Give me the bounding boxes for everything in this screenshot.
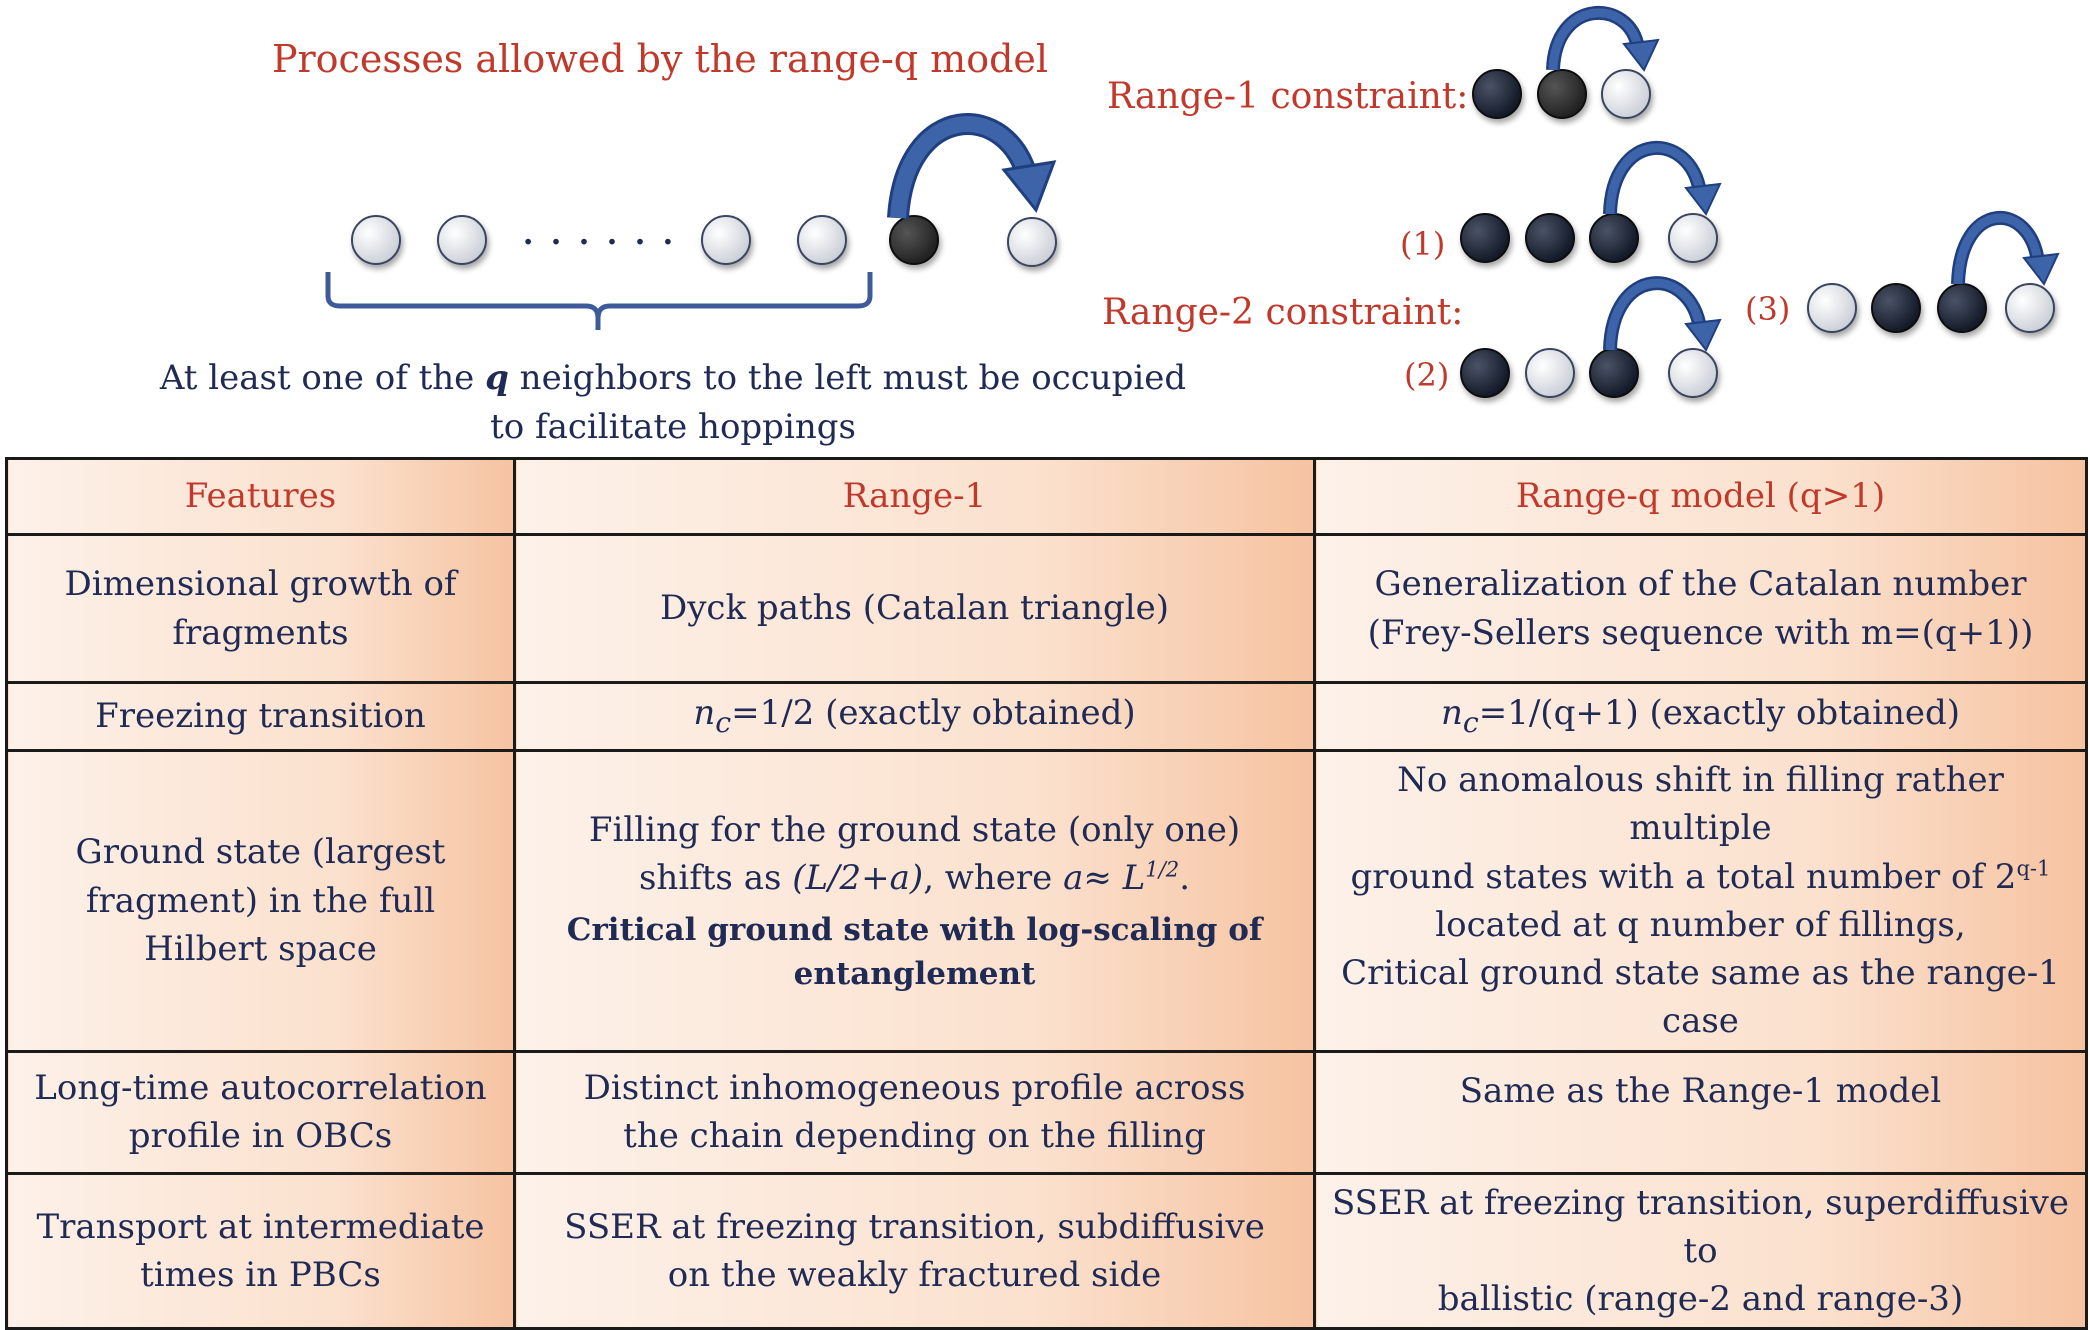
range2-chain-2 (1460, 348, 1718, 398)
range1-chain (1472, 69, 1651, 119)
rangeq-cell: No anomalous shift in filling rather mul… (1313, 749, 2088, 1053)
header-range1: Range-1 (513, 457, 1316, 536)
table-row: Dimensional growth of fragments Dyck pat… (5, 533, 2088, 684)
empty-site (1007, 217, 1057, 267)
brace-caption: At least one of the q neighbors to the l… (159, 358, 1186, 398)
empty-site (437, 215, 487, 265)
table-row: Transport at intermediate times in PBCs … (5, 1171, 2088, 1330)
main-chain (351, 215, 1057, 267)
rangeq-cell: nc=1/(q+1) (exactly obtained) (1313, 681, 2088, 752)
empty-site (351, 215, 401, 265)
occupied-site (1537, 69, 1587, 119)
empty-site (797, 215, 847, 265)
process-diagram: Processes allowed by the range-q model .… (159, 5, 2060, 447)
occupied-site (1460, 213, 1510, 263)
occupied-site (1589, 348, 1639, 398)
empty-site (1807, 283, 1857, 333)
header-features: Features (5, 457, 516, 536)
feature-cell: Dimensional growth of fragments (5, 533, 516, 684)
occupied-site (1589, 213, 1639, 263)
case-label-1: (1) (1400, 225, 1445, 263)
hop-arrow-icon (1951, 210, 2060, 286)
range2-chain-1 (1460, 213, 1718, 263)
hop-arrow-icon (1603, 276, 1722, 352)
range1-label: Range-1 constraint: (1107, 76, 1468, 117)
table-row: Long-time autocorrelation profile in OBC… (5, 1049, 2088, 1175)
diagram-title: Processes allowed by the range-q model (272, 37, 1048, 81)
empty-site (1668, 213, 1718, 263)
hop-arrow-icon (887, 113, 1057, 219)
occupied-site (1472, 69, 1522, 119)
hop-arrow-icon (1546, 5, 1660, 72)
rangeq-cell: Generalization of the Catalan number (Fr… (1313, 533, 2088, 684)
feature-cell: Freezing transition (5, 681, 516, 752)
feature-cell: Ground state (largest fragment) in the f… (5, 749, 516, 1053)
range1-cell: SSER at freezing transition, subdiffusiv… (513, 1171, 1316, 1330)
empty-site (1525, 348, 1575, 398)
features-table: Features Range-1 Range-q model (q>1) Dim… (5, 457, 2088, 1330)
occupied-site (1525, 213, 1575, 263)
feature-cell: Long-time autocorrelation profile in OBC… (5, 1049, 516, 1175)
header-rangeq: Range-q model (q>1) (1313, 457, 2088, 536)
occupied-site (1937, 283, 1987, 333)
rangeq-cell: Same as the Range-1 model (1313, 1049, 2088, 1175)
range1-cell: Filling for the ground state (only one) … (513, 749, 1316, 1053)
empty-site (1601, 69, 1651, 119)
table-header-row: Features Range-1 Range-q model (q>1) (5, 457, 2088, 536)
case-label-3: (3) (1745, 290, 1790, 328)
case-label-2: (2) (1404, 356, 1449, 394)
range2-chain-3 (1807, 283, 2055, 333)
occupied-site (1460, 348, 1510, 398)
rangeq-cell: SSER at freezing transition, superdiffus… (1313, 1171, 2088, 1330)
occupied-site (1871, 283, 1921, 333)
ellipsis-dots: . . . . . . (521, 204, 675, 255)
range1-cell: Dyck paths (Catalan triangle) (513, 533, 1316, 684)
brace-icon (325, 272, 873, 330)
range1-cell: Distinct inhomogeneous profile across th… (513, 1049, 1316, 1175)
brace-caption-line2: to facilitate hoppings (490, 407, 856, 447)
empty-site (2005, 283, 2055, 333)
feature-cell: Transport at intermediate times in PBCs (5, 1171, 516, 1330)
hop-arrow-icon (1603, 140, 1722, 216)
range2-label: Range-2 constraint: (1102, 292, 1463, 333)
occupied-site (889, 215, 939, 265)
table-row: Ground state (largest fragment) in the f… (5, 749, 2088, 1053)
empty-site (1668, 348, 1718, 398)
table-row: Freezing transition nc=1/2 (exactly obta… (5, 681, 2088, 752)
empty-site (701, 215, 751, 265)
range1-cell: nc=1/2 (exactly obtained) (513, 681, 1316, 752)
